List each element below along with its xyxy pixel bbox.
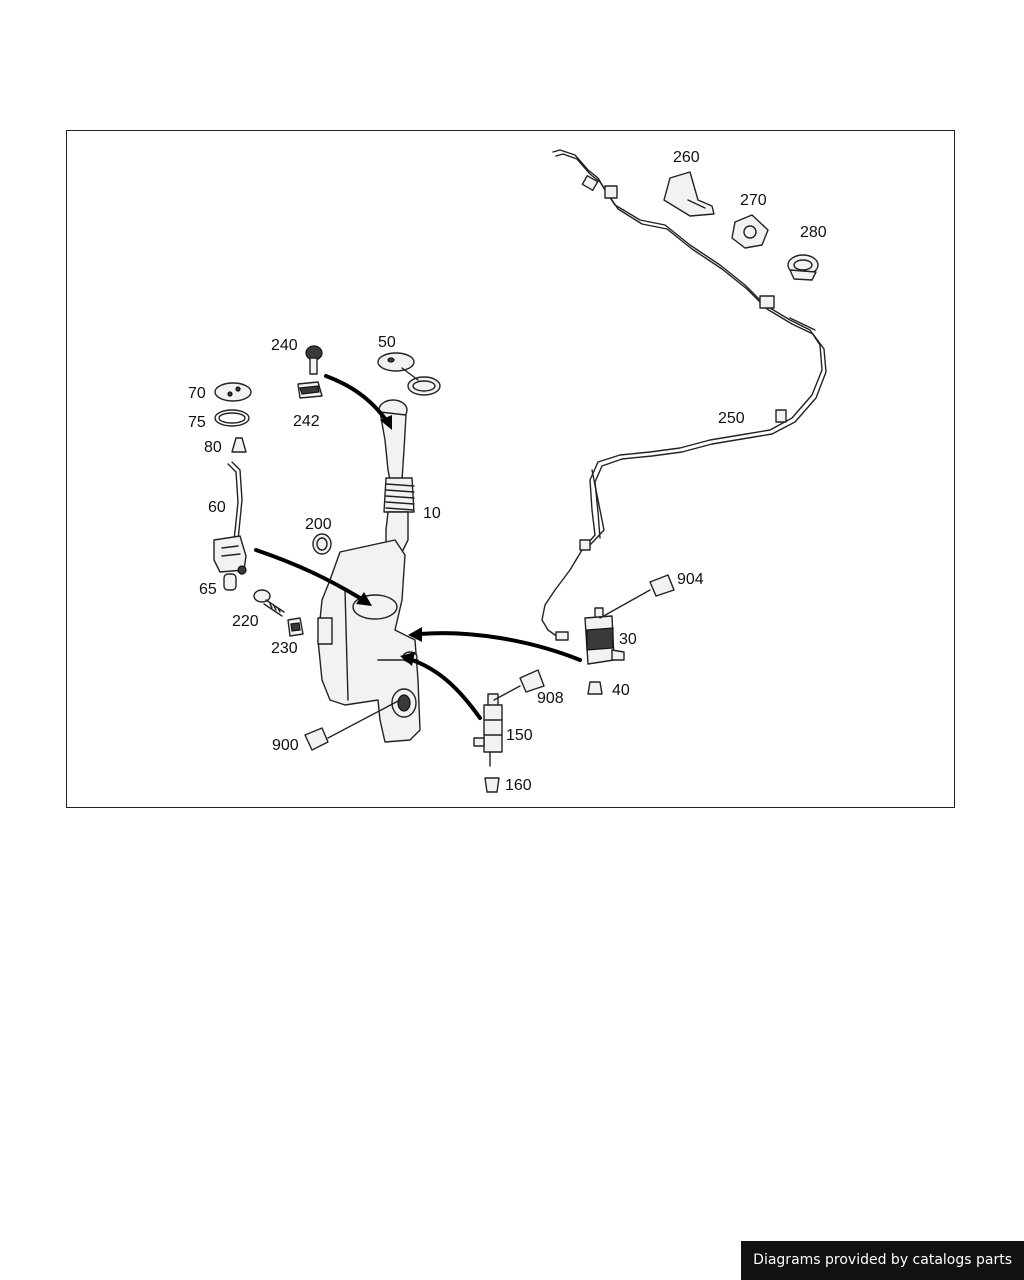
cover-242[interactable] xyxy=(297,381,323,399)
label-150: 150 xyxy=(506,727,533,744)
label-50: 50 xyxy=(378,334,396,351)
seal-200[interactable] xyxy=(312,533,332,555)
grommet-80[interactable] xyxy=(231,437,247,453)
washer-pump-150[interactable] xyxy=(473,693,503,767)
clip-270[interactable] xyxy=(731,214,769,249)
connector-900[interactable] xyxy=(304,699,401,751)
label-904: 904 xyxy=(677,571,704,588)
label-250: 250 xyxy=(718,410,745,427)
label-40: 40 xyxy=(612,682,630,699)
assembly-arrow-pump-150 xyxy=(400,652,482,720)
line-pipe-60[interactable] xyxy=(213,461,247,575)
label-900: 900 xyxy=(272,737,299,754)
wiring-harness-250[interactable] xyxy=(541,149,827,641)
label-908: 908 xyxy=(537,690,564,707)
bolt-220[interactable] xyxy=(253,589,285,617)
label-70: 70 xyxy=(188,385,206,402)
washer-pump-30[interactable] xyxy=(584,607,625,665)
clamp-280[interactable] xyxy=(787,254,819,281)
diagram-frame xyxy=(66,130,955,808)
label-30: 30 xyxy=(619,631,637,648)
connector-908[interactable] xyxy=(493,669,545,701)
label-240: 240 xyxy=(271,337,298,354)
cover-plate-70[interactable] xyxy=(214,382,252,402)
assembly-arrow-sensor xyxy=(324,374,392,430)
label-80: 80 xyxy=(204,439,222,456)
cap-50[interactable] xyxy=(377,352,441,396)
nut-230[interactable] xyxy=(287,617,304,637)
assembly-arrow-pump-30 xyxy=(408,627,582,662)
label-242: 242 xyxy=(293,413,320,430)
label-220: 220 xyxy=(232,613,259,630)
label-270: 270 xyxy=(740,192,767,209)
spacer-65[interactable] xyxy=(223,573,237,591)
level-sensor-240[interactable] xyxy=(305,345,323,375)
filler-neck-10[interactable] xyxy=(378,399,415,561)
diagram-credit-badge: Diagrams provided by catalogs parts xyxy=(741,1241,1024,1280)
label-200: 200 xyxy=(305,516,332,533)
seal-ring-75[interactable] xyxy=(214,409,250,427)
holder-260[interactable] xyxy=(663,171,715,217)
label-230: 230 xyxy=(271,640,298,657)
label-260: 260 xyxy=(673,149,700,166)
washer-reservoir-tank[interactable] xyxy=(317,539,421,743)
label-65: 65 xyxy=(199,581,217,598)
connector-904[interactable] xyxy=(599,574,675,619)
assembly-arrow-pipe xyxy=(254,548,372,606)
label-160: 160 xyxy=(505,777,532,794)
label-10: 10 xyxy=(423,505,441,522)
label-75: 75 xyxy=(188,414,206,431)
grommet-40[interactable] xyxy=(587,681,603,695)
label-280: 280 xyxy=(800,224,827,241)
grommet-160[interactable] xyxy=(484,777,500,793)
label-60: 60 xyxy=(208,499,226,516)
